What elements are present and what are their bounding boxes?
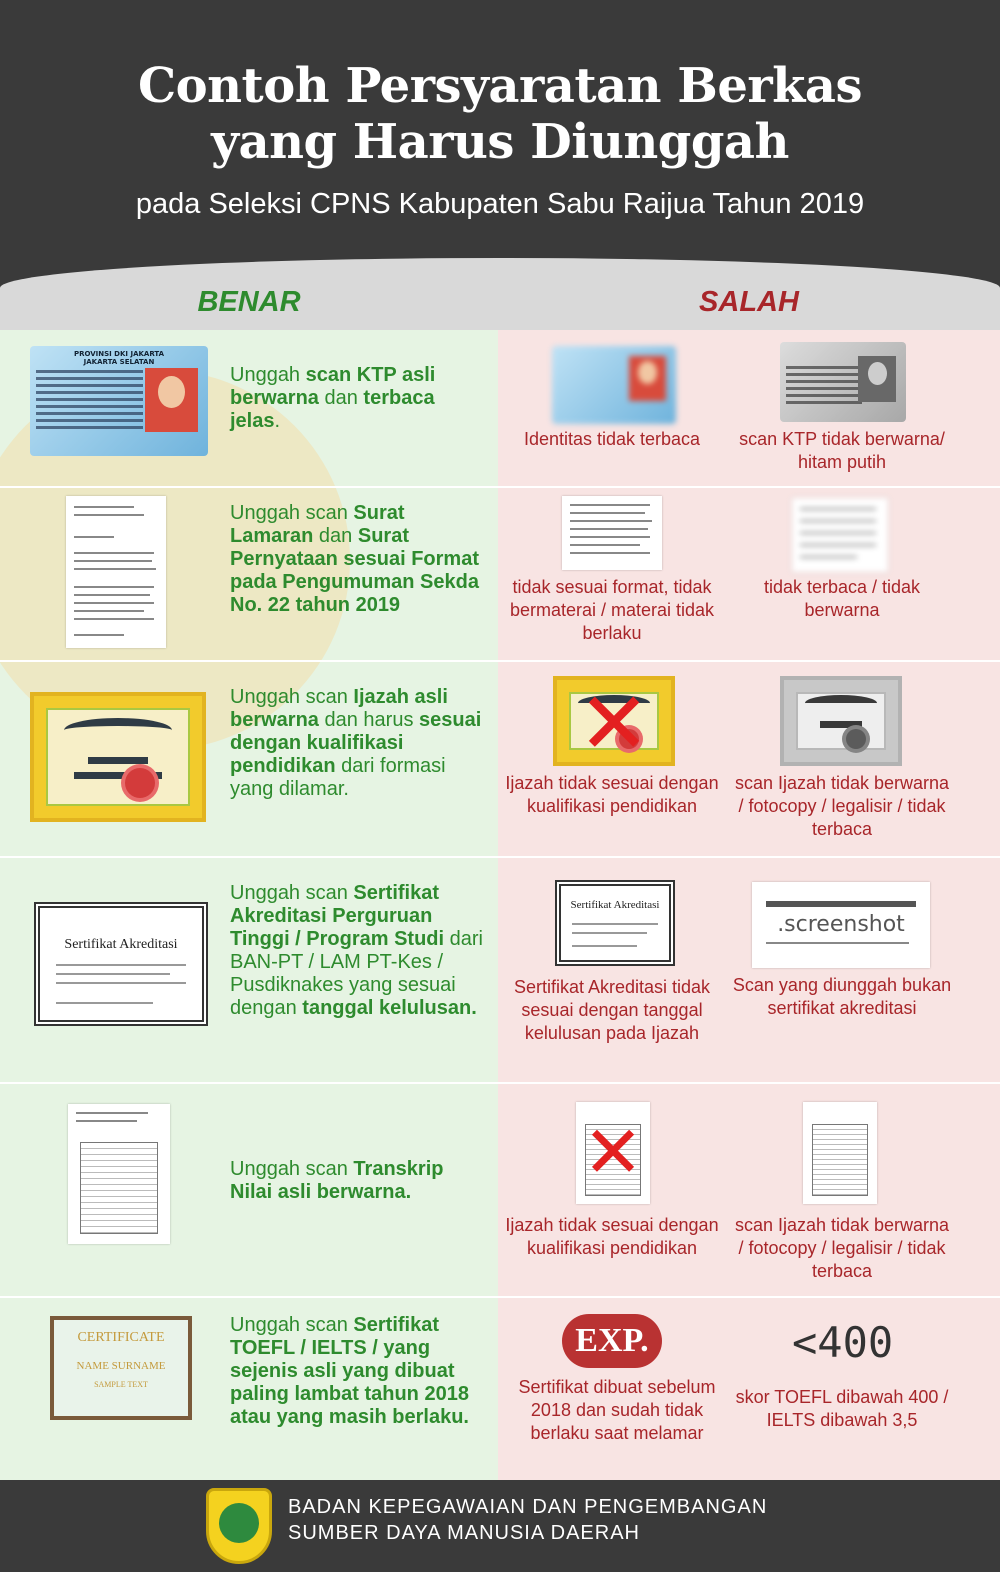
bkpsdmd-logo [206,1488,272,1564]
akreditasi-wrong-image: Sertifikat Akreditasi [555,880,675,966]
surat-blurred-image [792,498,888,572]
salah-caption-transkrip-2: scan Ijazah tidak berwarna / fotocopy / … [734,1215,950,1281]
row-surat: Unggah scan Surat Lamaran dan Surat Pern… [0,488,1000,662]
salah-caption-ktp-1: Identitas tidak terbaca [523,429,701,449]
header: Contoh Persyaratan Berkas yang Harus Diu… [0,0,1000,285]
footer-agency-name: BADAN KEPEGAWAIAN DAN PENGEMBANGAN SUMBE… [288,1494,767,1546]
ijazah-wrong-image: ✕ [553,676,675,766]
column-header-bar [0,258,1000,330]
footer-line-1: BADAN KEPEGAWAIAN DAN PENGEMBANGAN [288,1496,768,1518]
ijazah-grayscale-image [780,676,902,766]
benar-text-akreditasi: Unggah scan Sertifikat Akreditasi Pergur… [230,882,483,1019]
transkrip-document-image [68,1104,170,1244]
ktp-city: JAKARTA SELATAN [83,358,155,366]
toefl-certificate-image: CERTIFICATE NAME SURNAME SAMPLE TEXT [50,1316,192,1420]
ktp-province: PROVINSI DKI JAKARTA [73,350,165,358]
ijazah-certificate-image [30,692,206,822]
benar-text-toefl: Unggah scan Sertifikat TOEFL / IELTS / y… [230,1314,469,1428]
screenshot-image: .screenshot [752,882,930,968]
salah-caption-ijazah-2: scan Ijazah tidak berwarna / fotocopy / … [734,773,950,839]
salah-caption-akreditasi-1: Sertifikat Akreditasi tidak sesuai denga… [513,977,711,1043]
row-ijazah: Unggah scan Ijazah asli berwarna dan har… [0,662,1000,858]
exp-badge: EXP. [562,1314,662,1368]
salah-caption-transkrip-1: Ijazah tidak sesuai dengan kualifikasi p… [505,1215,719,1258]
footer-line-2: SUMBER DAYA MANUSIA DAERAH [288,1522,640,1544]
title-line-2: yang Harus Diunggah [211,114,789,170]
red-x-icon: ✕ [582,1110,644,1194]
red-x-icon: ✕ [577,676,651,766]
benar-text-ijazah: Unggah scan Ijazah asli berwarna dan har… [230,686,482,800]
salah-caption-ijazah-1: Ijazah tidak sesuai dengan kualifikasi p… [505,773,719,816]
cert-title: Sertifikat Akreditasi [64,937,178,953]
page-title: Contoh Persyaratan Berkas yang Harus Diu… [0,58,1000,170]
salah-caption-ktp-2: scan KTP tidak berwarna/ hitam putih [739,429,945,472]
title-line-1: Contoh Persyaratan Berkas [137,58,863,114]
page-subtitle: pada Seleksi CPNS Kabupaten Sabu Raijua … [135,188,865,220]
transkrip-grayscale-image [803,1102,877,1204]
row-akreditasi: Sertifikat Akreditasi Unggah scan Sertif… [0,858,1000,1084]
benar-text-ktp: Unggah scan KTP asli berwarna dan terbac… [230,364,436,432]
ktp-grayscale-image [780,342,906,422]
toefl-cert-sample: SAMPLE TEXT [94,1380,148,1389]
score-below-400-label: <400 [792,1318,894,1367]
row-transkrip: Unggah scan Transkrip Nilai asli berwarn… [0,1084,1000,1298]
screenshot-label: .screenshot [777,912,905,937]
salah-caption-toefl-1: Sertifikat dibuat sebelum 2018 dan sudah… [518,1377,716,1443]
salah-heading: SALAH [699,286,799,318]
toefl-cert-name: NAME SURNAME [76,1360,166,1372]
salah-caption-surat-1: tidak sesuai format, tidak bermaterai / … [509,577,715,643]
column-headers: BENAR SALAH [0,286,1000,330]
footer: BADAN KEPEGAWAIAN DAN PENGEMBANGAN SUMBE… [0,1480,1000,1572]
row-toefl: CERTIFICATE NAME SURNAME SAMPLE TEXT Ung… [0,1298,1000,1480]
akreditasi-certificate-image: Sertifikat Akreditasi [34,902,208,1026]
benar-text-surat: Unggah scan Surat Lamaran dan Surat Pern… [230,502,479,616]
benar-text-transkrip: Unggah scan Transkrip Nilai asli berwarn… [230,1158,444,1203]
benar-heading: BENAR [197,286,301,318]
transkrip-wrong-image: ✕ [576,1102,650,1204]
toefl-cert-title: CERTIFICATE [77,1330,165,1345]
ktp-blurred-image [552,346,676,424]
salah-caption-akreditasi-2: Scan yang diunggah bukan sertifikat akre… [732,975,952,1018]
ktp-photo [144,368,198,432]
surat-document-image [66,496,166,648]
salah-caption-toefl-2: skor TOEFL dibawah 400 / IELTS dibawah 3… [735,1387,949,1430]
salah-caption-surat-2: tidak terbaca / tidak berwarna [763,577,921,620]
surat-wrong-format-image [562,496,662,570]
